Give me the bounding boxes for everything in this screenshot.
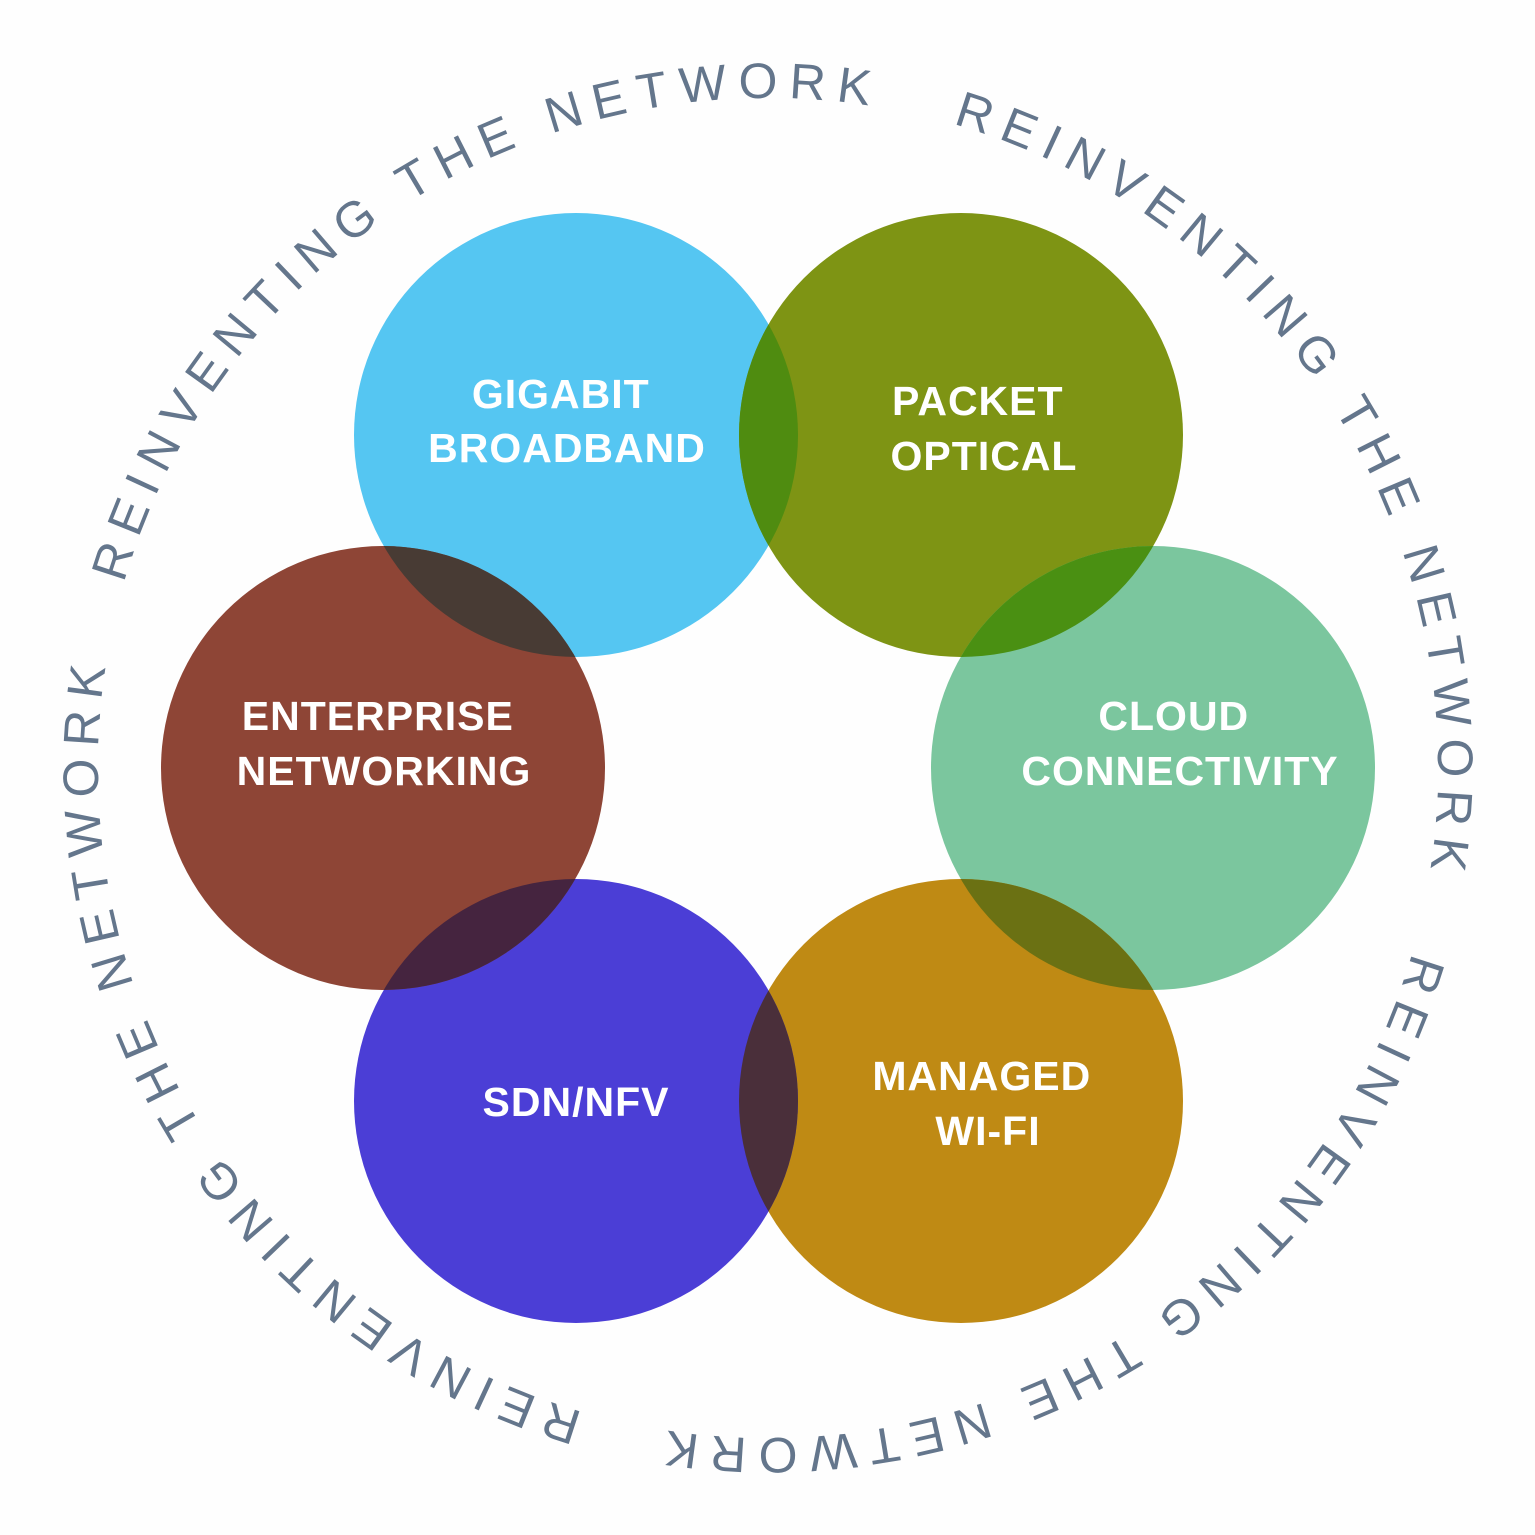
label-line: NETWORKING — [237, 748, 532, 794]
label-line: BROADBAND — [428, 425, 706, 471]
circle-packet-optical — [739, 213, 1183, 657]
circle-cloud-connectivity — [931, 546, 1375, 990]
circle-sdn-nfv — [354, 879, 798, 1323]
label-line: ENTERPRISE — [242, 693, 514, 739]
label-gigabit-broadband: GIGABIT BROADBAND — [428, 371, 706, 471]
label-line: CLOUD — [1098, 693, 1249, 739]
label-line: MANAGED — [872, 1053, 1091, 1099]
label-line: WI-FI — [935, 1108, 1040, 1154]
label-line: OPTICAL — [891, 433, 1078, 479]
label-cloud-connectivity: CLOUD CONNECTIVITY — [1021, 693, 1338, 794]
label-packet-optical: PACKET OPTICAL — [891, 378, 1078, 479]
label-line: GIGABIT — [472, 371, 650, 417]
label-line: CONNECTIVITY — [1021, 748, 1338, 794]
label-line: PACKET — [892, 378, 1064, 424]
label-enterprise-networking: ENTERPRISE NETWORKING — [237, 693, 532, 794]
circle-enterprise-networking — [161, 546, 605, 990]
label-managed-wifi: MANAGED WI-FI — [872, 1053, 1103, 1154]
circle-managed-wifi — [739, 879, 1183, 1323]
circle-gigabit-broadband — [354, 213, 798, 657]
label-sdn-nfv: SDN/NFV — [483, 1079, 670, 1125]
label-line: SDN/NFV — [483, 1079, 670, 1125]
